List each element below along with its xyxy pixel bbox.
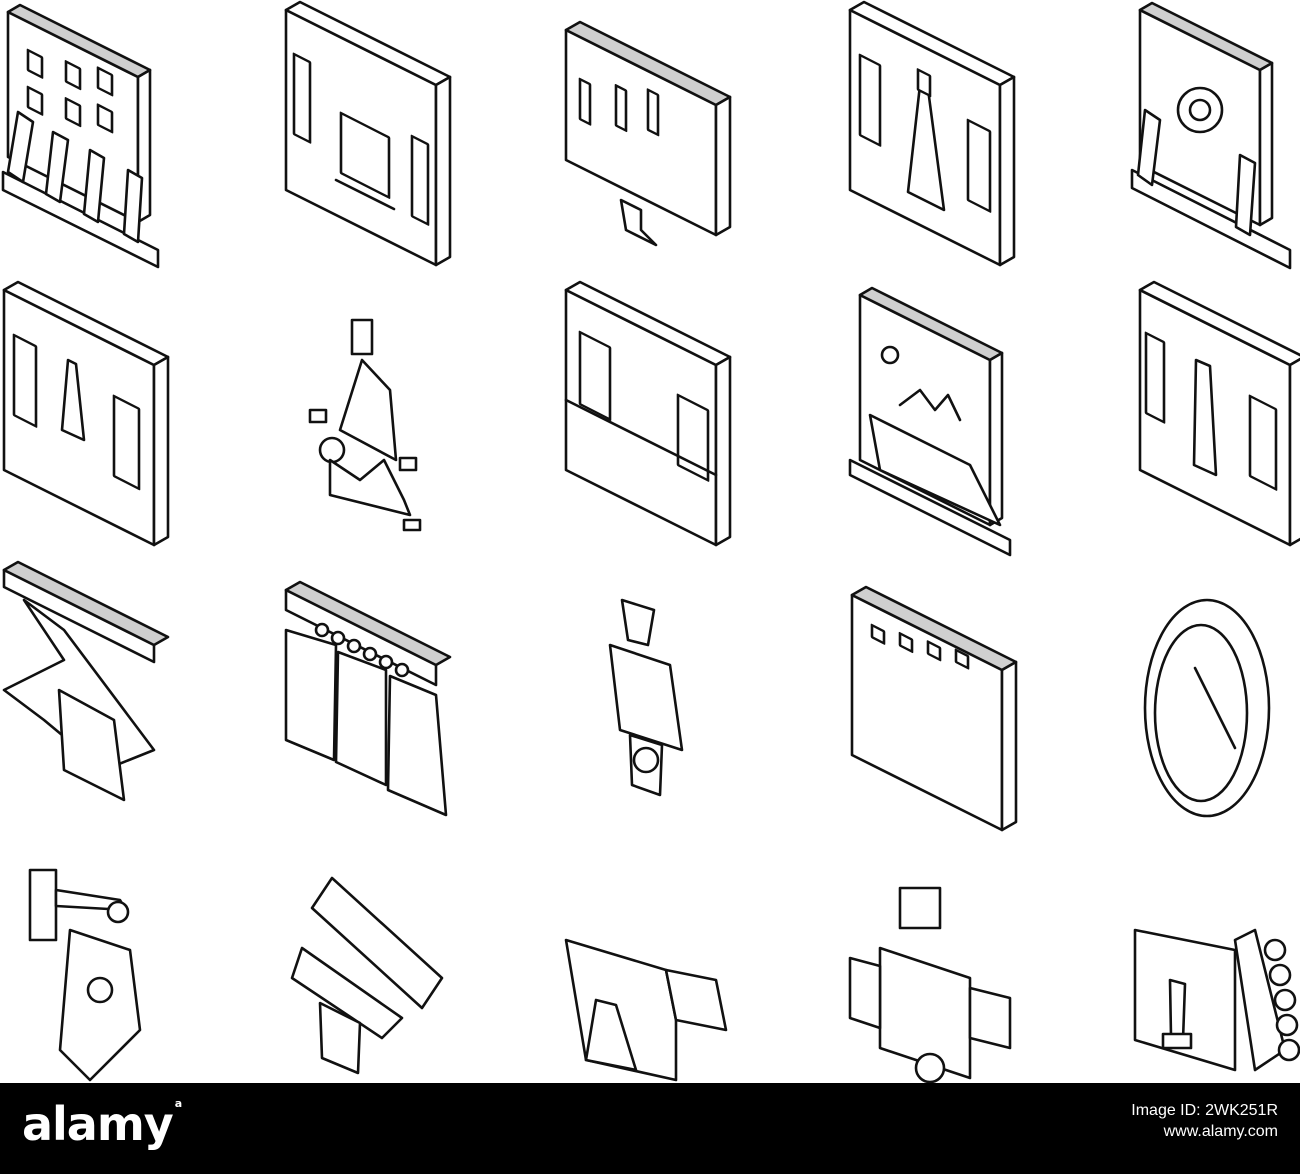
curtain-holder-icon <box>608 598 684 797</box>
monitor-curtains-icon <box>564 20 732 247</box>
footer-meta: Image ID: 2WK251R www.alamy.com <box>1131 1101 1278 1143</box>
wall-bracket-icon <box>28 868 142 1082</box>
curtain-rail-icon <box>1138 280 1300 547</box>
icon-grid <box>1 0 1300 1083</box>
track-glider-icon <box>1133 928 1300 1072</box>
curtain-clamp-icon <box>848 886 1012 1083</box>
valance-curtain-icon <box>850 585 1018 832</box>
brand-name: alamy <box>22 1097 174 1151</box>
window-curtain-clip-icon <box>848 0 1016 267</box>
double-window-icon <box>564 280 732 547</box>
wall-panel-tv-icon <box>284 0 452 267</box>
draped-rod-icon <box>2 560 170 802</box>
curtain-gear-icon <box>1130 1 1292 270</box>
curtain-hook-icon <box>564 938 728 1082</box>
rod-mount-icon <box>290 876 444 1075</box>
picture-window-icon <box>848 286 1012 557</box>
curtain-ring-icon <box>1143 598 1271 818</box>
image-id: Image ID: 2WK251R <box>1131 1102 1278 1119</box>
alamy-trademark-icon: a <box>174 1097 183 1110</box>
pleated-curtain-icon <box>284 580 452 817</box>
window-pair-curtain-icon <box>2 280 170 547</box>
curtain-tieback-icon <box>308 318 422 532</box>
hotel-curtains-icon <box>1 3 160 269</box>
site-url: www.alamy.com <box>1163 1123 1278 1140</box>
